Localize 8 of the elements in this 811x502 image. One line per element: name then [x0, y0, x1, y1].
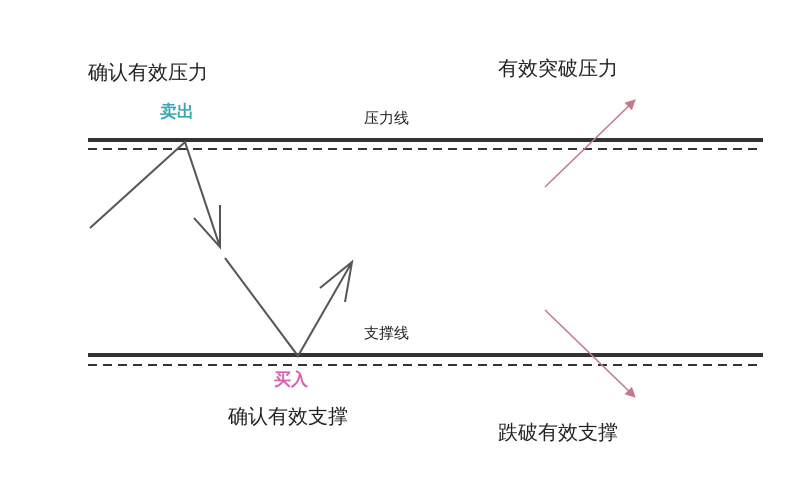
action-label: 买入 — [274, 370, 308, 392]
annotation-text: 跌破有效支撑 — [498, 420, 618, 445]
annotation-text: 确认有效支撑 — [228, 404, 348, 429]
action-label: 卖出 — [160, 102, 194, 124]
line-label: 压力线 — [364, 109, 409, 128]
line-label: 支撑线 — [364, 324, 409, 343]
annotation-text: 有效突破压力 — [498, 56, 618, 81]
annotation-text: 确认有效压力 — [88, 60, 208, 85]
